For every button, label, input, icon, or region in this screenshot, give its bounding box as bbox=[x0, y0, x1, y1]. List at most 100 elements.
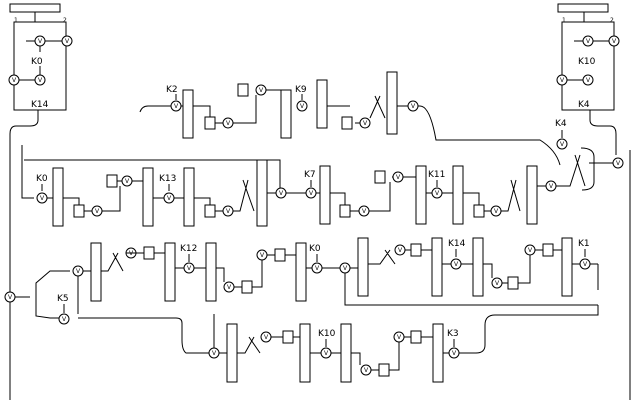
circuit-component bbox=[142, 167, 154, 227]
circuit-component bbox=[542, 243, 554, 257]
k-label-row3-c: K14 bbox=[448, 239, 466, 249]
left-supply-block: 1 2 V V V V K0 K14 bbox=[8, 3, 73, 111]
circuit-component bbox=[204, 116, 216, 130]
voltmeter-label: V bbox=[396, 174, 401, 181]
voltmeter-label: V bbox=[309, 190, 314, 197]
circuit-component bbox=[52, 167, 64, 227]
circuit-component bbox=[183, 167, 195, 227]
voltmeter-label: V bbox=[583, 261, 588, 268]
voltmeter-label: V bbox=[226, 120, 231, 127]
voltmeter-label: V bbox=[8, 294, 13, 301]
circuit-component bbox=[73, 204, 85, 218]
circuit-component bbox=[378, 363, 390, 377]
voltmeter-label: V bbox=[315, 265, 320, 272]
circuit-component bbox=[182, 89, 194, 139]
circuit-component bbox=[299, 323, 311, 383]
k-label-row3-b: K0 bbox=[309, 244, 321, 254]
circuit-component bbox=[557, 3, 609, 13]
voltmeter-label: V bbox=[40, 195, 45, 202]
circuit-component bbox=[90, 242, 102, 302]
circuit-component bbox=[282, 330, 294, 344]
k-label-left-bottom: K14 bbox=[31, 100, 49, 110]
voltmeter-label: V bbox=[227, 284, 232, 291]
circuit-component bbox=[237, 83, 249, 97]
circuit-component bbox=[357, 237, 369, 297]
voltmeter-label: V bbox=[586, 38, 591, 45]
voltmeter-label: V bbox=[612, 38, 617, 45]
voltmeter-label: V bbox=[260, 252, 265, 259]
circuit-component bbox=[339, 204, 351, 218]
circuit-component bbox=[472, 237, 484, 297]
outer-rails bbox=[9, 110, 631, 400]
voltmeter-label: V bbox=[560, 77, 565, 84]
k-label-row4-a: K10 bbox=[318, 329, 336, 339]
k-label-row3-e: K5 bbox=[57, 294, 69, 304]
voltmeter-label: V bbox=[560, 141, 565, 148]
voltmeter-label: V bbox=[259, 87, 264, 94]
voltmeter-label: V bbox=[324, 350, 329, 357]
voltmeter-label: V bbox=[411, 103, 416, 110]
circuit-component bbox=[410, 243, 422, 257]
voltmeter-label: V bbox=[174, 103, 179, 110]
circuit-component bbox=[274, 248, 286, 262]
k-label-right-top: K10 bbox=[578, 57, 596, 67]
circuit-component bbox=[374, 170, 386, 184]
voltmeter-label: V bbox=[363, 120, 368, 127]
circuit-component bbox=[319, 165, 331, 225]
k-label-row1-c: K4 bbox=[555, 119, 567, 129]
circuit-component bbox=[143, 246, 155, 260]
pin-label: 2 bbox=[63, 17, 67, 24]
circuit-component bbox=[295, 242, 307, 302]
voltmeter-label: V bbox=[300, 103, 305, 110]
voltmeter-label: V bbox=[95, 208, 100, 215]
voltmeter-label: V bbox=[76, 268, 81, 275]
circuit-component bbox=[415, 165, 427, 225]
circuit-component bbox=[561, 237, 573, 297]
voltmeter-label: V bbox=[616, 160, 621, 167]
voltmeter-label: V bbox=[12, 77, 17, 84]
circuit-component bbox=[432, 323, 444, 383]
voltmeter-label: V bbox=[528, 247, 533, 254]
k-label-row2-a: K0 bbox=[36, 174, 48, 184]
row-1: K2 K9 K4 V V V V V V V V bbox=[139, 71, 624, 169]
circuit-component bbox=[341, 116, 353, 130]
circuit-component bbox=[340, 323, 352, 383]
voltmeter-label: V bbox=[65, 38, 70, 45]
voltmeter-label: V bbox=[167, 195, 172, 202]
circuit-component bbox=[106, 174, 118, 188]
circuit-component bbox=[507, 276, 519, 290]
k-label-row4-b: K3 bbox=[447, 329, 459, 339]
circuit-component bbox=[316, 79, 328, 129]
circuit-component bbox=[410, 330, 422, 344]
voltmeter-label: V bbox=[264, 334, 269, 341]
pin-label: 1 bbox=[562, 17, 566, 24]
voltmeter-label: V bbox=[364, 367, 369, 374]
k-label-right-bottom: K4 bbox=[578, 100, 590, 110]
voltmeter-label: V bbox=[452, 350, 457, 357]
k-label-row3-a: K12 bbox=[180, 244, 197, 254]
voltmeter-label: V bbox=[212, 350, 217, 357]
circuit-component bbox=[473, 204, 485, 218]
voltmeter-label: V bbox=[454, 261, 459, 268]
voltmeter-label: V bbox=[362, 208, 367, 215]
k-label-row3-d: K1 bbox=[578, 239, 590, 249]
voltmeter-label: V bbox=[397, 334, 402, 341]
circuit-component bbox=[431, 237, 443, 297]
circuit-component bbox=[9, 3, 61, 13]
voltmeter-label: V bbox=[279, 190, 284, 197]
pin-label: 1 bbox=[14, 17, 18, 24]
circuit-component bbox=[241, 280, 253, 294]
circuit-component bbox=[452, 165, 464, 225]
circuit-component bbox=[204, 204, 216, 218]
voltmeter-label: V bbox=[62, 316, 67, 323]
voltmeter-label: V bbox=[226, 208, 231, 215]
circuit-component bbox=[280, 89, 292, 139]
voltmeter-label: V bbox=[125, 178, 130, 185]
pin-label: 2 bbox=[610, 17, 614, 24]
circuit-component bbox=[386, 71, 398, 135]
k-label-row2-c: K7 bbox=[304, 170, 316, 180]
voltmeter-label: V bbox=[187, 265, 192, 272]
voltmeter-label: V bbox=[586, 77, 591, 84]
row-3: K12 K0 K14 K1 K5 V V V V V V V V V V V V… bbox=[4, 237, 599, 325]
